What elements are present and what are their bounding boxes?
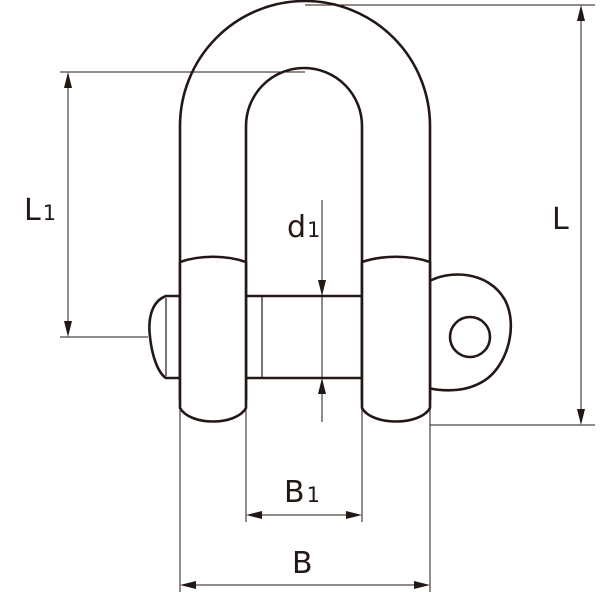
B1-label-sub: 1 [307,483,320,507]
B-arrow-right [414,581,430,589]
B-label: B [292,546,313,581]
B-arrow-left [180,581,196,589]
d1-label-main: d [287,210,306,245]
B1-arrow-right [346,511,362,519]
L1-label-main: L [24,193,41,228]
L-label: L [552,202,569,237]
left-leg-boss [178,255,248,423]
L1-label: L1 [24,193,56,228]
d1-arrow-bottom [318,378,326,394]
L1-label-sub: 1 [43,201,56,225]
d1-arrow-top [318,280,326,296]
B1-label-main: B [284,475,305,510]
pin-eye-hole [448,315,492,359]
d1-label: d1 [287,210,320,245]
L-arrow-bottom [577,409,585,425]
L-arrow-top [577,5,585,21]
d1-label-sub: 1 [307,218,320,242]
L1-arrow-bottom [64,321,72,337]
B1-arrow-left [246,511,262,519]
L1-arrow-top [64,72,72,88]
pin-head [148,294,182,380]
right-leg-boss [360,255,432,423]
pin-body [242,294,364,380]
B1-label: B1 [284,475,320,510]
